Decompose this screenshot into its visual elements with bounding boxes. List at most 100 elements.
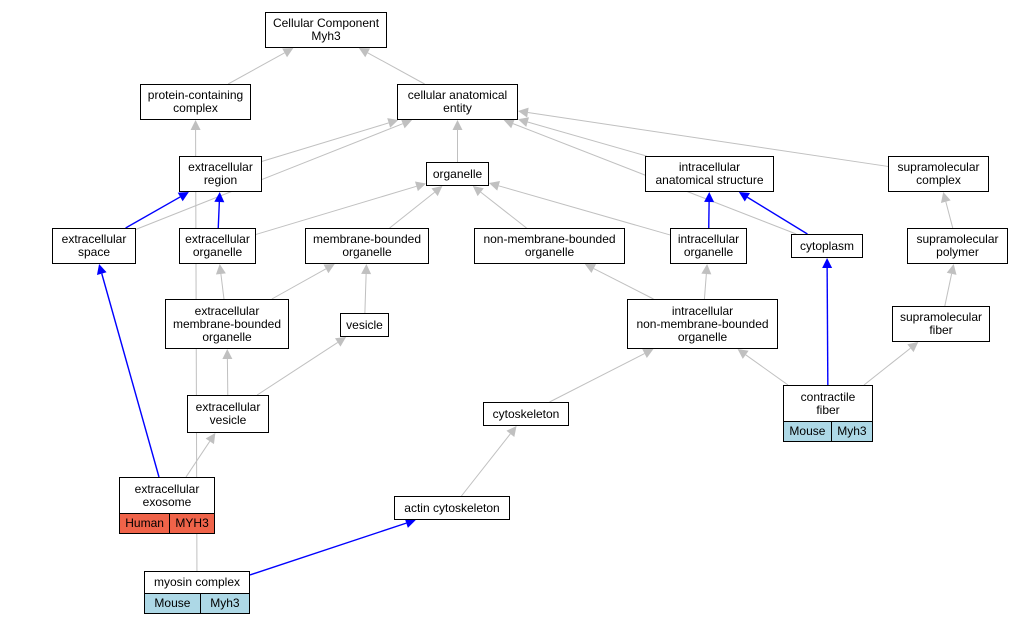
go-term-vesicle[interactable]: vesicle xyxy=(340,313,389,337)
go-term-label: fiber xyxy=(816,402,840,417)
go-term-label: intracellular xyxy=(677,232,740,246)
edge-arrowhead xyxy=(737,349,749,359)
species-tag[interactable]: Mouse xyxy=(145,594,200,613)
edge-arrowhead xyxy=(358,48,371,58)
edge-is-a xyxy=(185,441,211,478)
edge-arrowhead xyxy=(738,192,751,202)
edge-arrowhead xyxy=(177,192,189,202)
go-term-cytoskeleton[interactable]: cytoskeleton xyxy=(483,402,569,426)
go-term-label: space xyxy=(77,245,111,259)
edge-arrowhead xyxy=(907,342,919,353)
edge-is-a xyxy=(498,185,671,236)
go-term-actin-cytoskeleton[interactable]: actin cytoskeleton xyxy=(394,496,510,520)
edge-is-a xyxy=(593,268,654,300)
go-term-label: organelle xyxy=(677,329,728,344)
gene-tag[interactable]: Myh3 xyxy=(199,594,249,613)
go-term-label: organelle xyxy=(683,245,734,259)
go-term-label: supramolecular xyxy=(897,160,980,174)
species-tag[interactable]: Mouse xyxy=(784,422,831,441)
edge-arrowhead xyxy=(472,186,484,197)
go-term-label: Myh3 xyxy=(311,29,341,43)
edge-is-a xyxy=(261,122,389,162)
edge-arrowhead xyxy=(518,107,529,118)
go-term-label: complex xyxy=(916,173,961,187)
edge-arrowhead xyxy=(518,117,529,127)
go-term-myosin-complex[interactable]: myosin complex xyxy=(144,571,250,594)
edge-is-a xyxy=(745,354,789,386)
edge-is-a xyxy=(135,123,403,230)
go-term-label: organelle xyxy=(342,245,392,259)
gene-tag[interactable]: MYH3 xyxy=(169,514,214,533)
edge-is-a xyxy=(255,185,417,235)
edge-is-a xyxy=(527,112,889,167)
edge-arrowhead xyxy=(431,186,443,197)
edge-is-a xyxy=(364,273,367,314)
edge-is-a xyxy=(461,433,511,497)
gene-tag[interactable]: Myh3 xyxy=(830,422,872,441)
go-term-organelle[interactable]: organelle xyxy=(426,162,489,186)
go-term-label: organelle xyxy=(192,245,243,259)
go-term-label: organelle xyxy=(432,166,483,181)
go-term-label: region xyxy=(203,173,238,187)
go-term-label: actin cytoskeleton xyxy=(404,500,500,515)
edge-is-a xyxy=(944,273,953,307)
species-tag[interactable]: Human xyxy=(120,514,170,533)
edge-is-a xyxy=(256,342,338,396)
edge-arrowhead xyxy=(940,192,951,203)
go-term-label: fiber xyxy=(929,323,953,337)
go-term-label: extracellular xyxy=(195,400,261,414)
go-term-label: organelle xyxy=(202,329,252,344)
edge-part-of xyxy=(125,196,181,229)
edge-arrowhead xyxy=(701,264,712,275)
edge-arrowhead xyxy=(323,264,335,274)
go-term-label: complex xyxy=(173,101,218,115)
go-term-label: intracellular xyxy=(671,303,734,318)
go-term-label: cellular anatomical xyxy=(407,88,508,102)
go-term-label: membrane-bounded xyxy=(172,316,282,331)
edge-is-a xyxy=(863,347,911,386)
go-term-label: intracellular xyxy=(678,160,741,174)
go-term-cytoplasm[interactable]: cytoplasm xyxy=(791,234,863,258)
edge-is-a xyxy=(367,52,425,85)
go-term-label: myosin complex xyxy=(153,575,241,589)
go-term-label: vesicle xyxy=(209,413,247,427)
edge-arrowhead xyxy=(452,120,463,130)
edge-arrowhead xyxy=(503,118,515,129)
edge-is-a xyxy=(527,121,647,157)
edge-is-a xyxy=(220,273,225,300)
edge-arrowhead xyxy=(361,264,372,275)
edge-is-a xyxy=(549,353,645,403)
edge-arrowhead xyxy=(704,192,715,203)
edge-arrowhead xyxy=(414,181,426,192)
go-term-label: cytoskeleton xyxy=(492,406,560,421)
edge-is-a xyxy=(389,191,435,229)
go-term-label: exosome xyxy=(142,494,192,509)
go-term-label: extracellular xyxy=(61,232,127,246)
go-term-label: Cellular Component xyxy=(272,16,380,30)
go-term-label: entity xyxy=(443,101,472,115)
edge-arrowhead xyxy=(190,120,201,131)
go-term-label: protein-containing xyxy=(147,88,244,102)
